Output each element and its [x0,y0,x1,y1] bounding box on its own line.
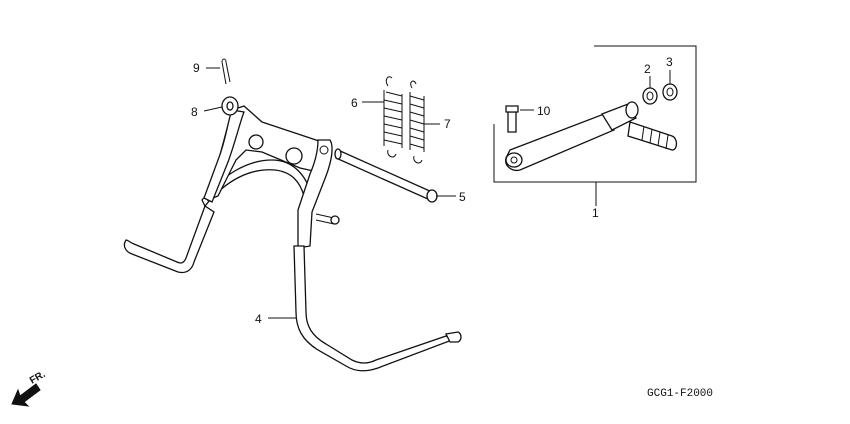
stand-spring-7 [409,80,425,164]
callout-6: 6 [351,96,358,110]
kick-starter-group [493,45,697,183]
callout-1: 1 [592,206,599,220]
callout-7: 7 [444,117,451,131]
callout-3: 3 [666,55,673,69]
leader-lines [203,67,671,319]
cotter-pin [221,58,231,85]
direction-label: FR. [28,369,48,387]
callout-5: 5 [459,190,466,204]
main-stand [123,105,462,372]
stand-spring-6 [383,76,403,158]
diagram-code: GCG1-F2000 [647,388,713,400]
front-direction-arrow-icon [11,383,41,407]
callout-9: 9 [193,61,200,75]
washer-8 [221,96,239,116]
stand-shaft [334,148,438,203]
callout-8: 8 [191,105,198,119]
callout-4: 4 [255,312,262,326]
callout-2: 2 [644,62,651,76]
callout-10: 10 [537,104,551,118]
